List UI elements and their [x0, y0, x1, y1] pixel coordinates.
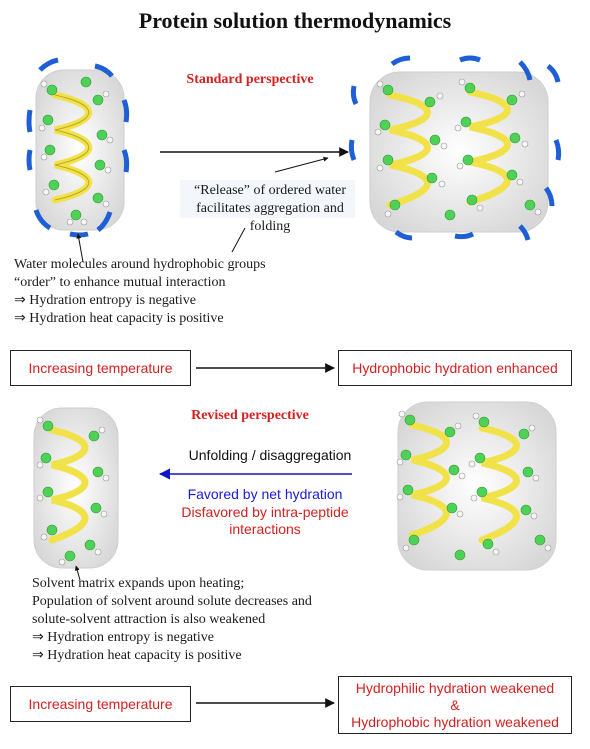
- hydrophobic-enhanced-box: Hydrophobic hydration enhanced: [338, 350, 572, 386]
- caption-line: ⇒ Hydration entropy is negative: [32, 630, 215, 645]
- release-pointer-arrow: [274, 156, 329, 173]
- release-note-line: facilitates aggregation and folding: [196, 201, 344, 234]
- aggregate-molecule-bottom-right: [396, 401, 557, 571]
- caption-line: Solvent matrix expands upon heating;: [32, 576, 245, 591]
- favored-label: Favored by net hydration: [187, 486, 343, 502]
- page-title: Protein solution thermodynamics: [138, 8, 452, 33]
- release-note-leader: [231, 227, 246, 253]
- helix-molecule-bottom-left: [33, 407, 119, 569]
- caption-line: ⇒ Hydration heat capacity is positive: [32, 648, 242, 663]
- caption-line: ⇒ Hydration entropy is negative: [14, 293, 197, 308]
- result-line: &: [450, 697, 460, 713]
- helix-molecule-top-left: [26, 57, 130, 238]
- disfavored-line: Disfavored by intra-peptide: [181, 504, 349, 520]
- aggregate-molecule-top-right: [348, 55, 562, 241]
- revised-heading: Revised perspective: [191, 408, 309, 423]
- revised-caption: Solvent matrix expands upon heating; Pop…: [32, 575, 392, 665]
- standard-heading: Standard perspective: [186, 72, 314, 87]
- disfavored-label: Disfavored by intra-peptide interactions: [160, 504, 370, 538]
- caption-pointer-top: [76, 233, 84, 263]
- released-water-dashes: [348, 55, 562, 241]
- release-note-bg: [180, 180, 355, 218]
- unfolding-label: Unfolding / disaggregation: [188, 447, 352, 463]
- result-line: Hydrophilic hydration weakened: [355, 680, 555, 696]
- ordered-water-dashes: [26, 57, 130, 238]
- temperature-box-top: Increasing temperature: [10, 350, 191, 386]
- release-note: “Release” of ordered water facilitates a…: [175, 182, 365, 236]
- result-line: Hydrophobic hydration weakened: [351, 714, 559, 730]
- caption-line: Water molecules around hydrophobic group…: [14, 257, 266, 272]
- caption-line: solute-solvent attraction is also weaken…: [32, 612, 266, 627]
- caption-line: Population of solvent around solute decr…: [32, 594, 312, 609]
- hydration-weakened-box: Hydrophilic hydration weakened & Hydroph…: [338, 676, 572, 734]
- standard-caption: Water molecules around hydrophobic group…: [14, 256, 344, 328]
- disfavored-line: interactions: [229, 521, 301, 537]
- temperature-box-bottom: Increasing temperature: [10, 686, 191, 722]
- caption-pointer-bottom: [74, 565, 81, 581]
- caption-line: ⇒ Hydration heat capacity is positive: [14, 311, 224, 326]
- caption-line: “order” to enhance mutual interaction: [14, 275, 226, 290]
- release-note-line: “Release” of ordered water: [194, 183, 346, 198]
